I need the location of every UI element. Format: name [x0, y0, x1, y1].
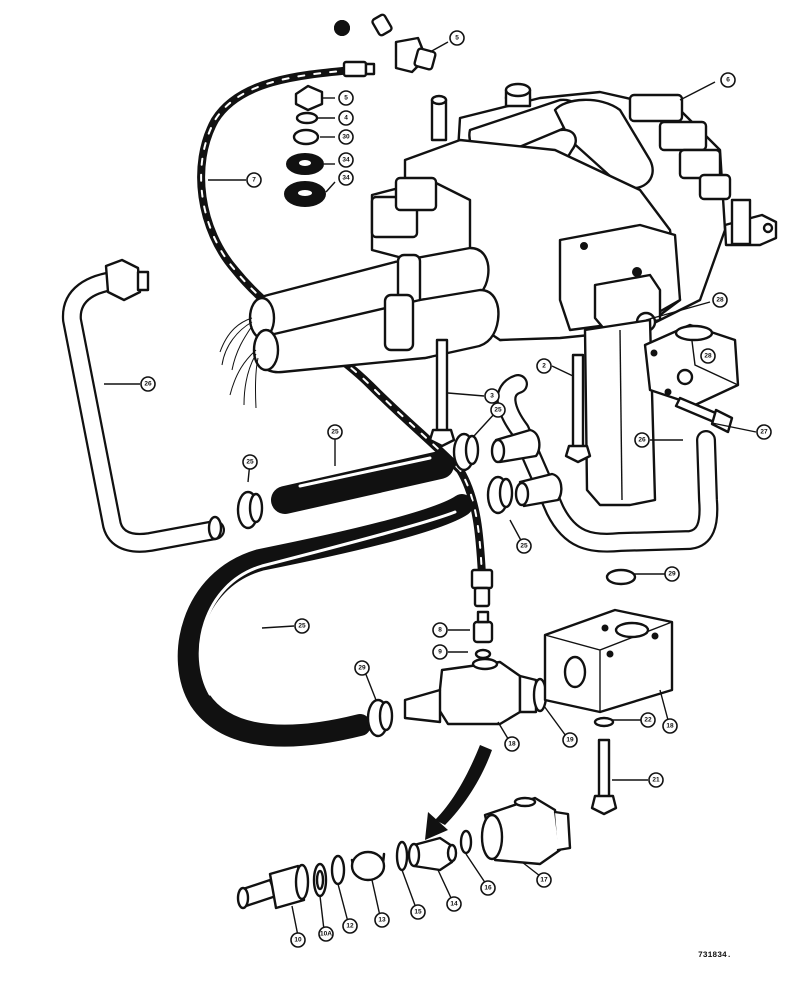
tube-plugs [490, 428, 563, 508]
svg-text:15: 15 [414, 909, 422, 916]
svg-text:5: 5 [455, 35, 459, 42]
tube-left [61, 258, 225, 553]
svg-text:29: 29 [358, 665, 366, 672]
relief-valve [403, 657, 548, 726]
callout-body: 6 [720, 72, 736, 88]
svg-text:10: 10 [294, 937, 302, 944]
callout-clamp-upper: 25 [490, 402, 506, 418]
svg-text:9: 9 [438, 649, 442, 656]
callout-fitting-9: 9 [432, 644, 448, 660]
svg-text:28: 28 [716, 297, 724, 304]
mounting-block [543, 568, 674, 714]
drawing-number: 731834. [698, 951, 732, 960]
callout-exp-17: 17 [536, 872, 552, 888]
svg-text:22: 22 [644, 717, 652, 724]
hose-25 [177, 494, 473, 747]
callout-top-a [334, 20, 350, 36]
svg-text:27: 27 [760, 429, 768, 436]
callout-exp-16: 16 [480, 880, 496, 896]
callout-tube-right: 26 [634, 432, 650, 448]
bolt-27 [674, 396, 734, 434]
callout-hose-7: 7 [246, 172, 262, 188]
svg-text:18: 18 [508, 741, 516, 748]
svg-text:26: 26 [638, 437, 646, 444]
svg-text:14: 14 [450, 901, 458, 908]
callout-exp-12: 12 [342, 918, 358, 934]
callout-oring-19: 19 [562, 732, 578, 748]
callout-bolt-27: 27 [756, 424, 772, 440]
svg-text:17: 17 [540, 877, 548, 884]
callout-oring-right: 29 [664, 566, 680, 582]
callout-exp-10: 10 [290, 932, 306, 948]
callout-relief: 18 [504, 736, 520, 752]
svg-text:13: 13 [378, 917, 386, 924]
callout-hose-25: 25 [294, 618, 310, 634]
svg-text:29: 29 [668, 571, 676, 578]
svg-text:25: 25 [494, 407, 502, 414]
callout-fitting-8: 8 [432, 622, 448, 638]
callout-washer-22: 22 [640, 712, 656, 728]
svg-text:16: 16 [484, 885, 492, 892]
svg-text:21: 21 [652, 777, 660, 784]
callout-exp-15: 15 [410, 904, 426, 920]
callout-plug: 28 [712, 292, 728, 308]
clamps [236, 432, 514, 738]
svg-text:8: 8 [438, 627, 442, 634]
callout-nut: 5 [338, 90, 354, 106]
bolt-3 [428, 338, 456, 448]
callout-ring-b: 34 [338, 170, 354, 186]
callout-tube-left: 26 [140, 376, 156, 392]
svg-text:28: 28 [704, 353, 712, 360]
svg-text:3: 3 [490, 393, 494, 400]
svg-text:25: 25 [298, 623, 306, 630]
callout-clamp-left: 25 [242, 454, 258, 470]
callout-bolt-21: 21 [648, 772, 664, 788]
svg-text:25: 25 [246, 459, 254, 466]
tube-right [496, 374, 719, 553]
callout-bolt-2: 2 [536, 358, 552, 374]
svg-text:6: 6 [726, 77, 730, 84]
svg-text:18: 18 [666, 723, 674, 730]
bolt-2 [564, 353, 592, 464]
callout-valve: 5 [449, 30, 465, 46]
svg-text:2: 2 [542, 363, 546, 370]
svg-text:10A: 10A [320, 931, 332, 938]
explode-arrow [425, 745, 492, 840]
callout-block-small: 28 [700, 348, 716, 364]
bolt-21 [590, 716, 618, 816]
callout-clamp-right: 25 [516, 538, 532, 554]
callout-seal: 30 [338, 129, 354, 145]
exploded-parts [236, 796, 572, 910]
svg-text:26: 26 [144, 381, 152, 388]
callout-ring-a: 34 [338, 152, 354, 168]
svg-text:25: 25 [520, 543, 528, 550]
svg-text:34: 34 [342, 175, 350, 182]
control-valve-body [219, 82, 778, 507]
svg-text:25: 25 [331, 429, 339, 436]
callout-bolt-3: 3 [484, 388, 500, 404]
callout-hose-upper: 25 [327, 424, 343, 440]
callout-clamp-lower: 29 [354, 660, 370, 676]
callout-group: 5 6 5 4 30 34 34 7 26 3 2 28 28 27 26 25… [140, 20, 772, 948]
svg-text:5: 5 [344, 95, 348, 102]
svg-text:30: 30 [342, 134, 350, 141]
svg-text:7: 7 [252, 177, 256, 184]
svg-text:12: 12 [346, 923, 354, 930]
callout-exp-14: 14 [446, 896, 462, 912]
svg-text:4: 4 [344, 115, 348, 122]
callout-exp-10a: 10A [318, 926, 334, 942]
svg-text:19: 19 [566, 737, 574, 744]
callout-exp-13: 13 [374, 912, 390, 928]
svg-text:34: 34 [342, 157, 350, 164]
callout-block: 18 [662, 718, 678, 734]
hose-upper [271, 451, 454, 514]
small-block [643, 323, 740, 407]
callout-washer: 4 [338, 110, 354, 126]
